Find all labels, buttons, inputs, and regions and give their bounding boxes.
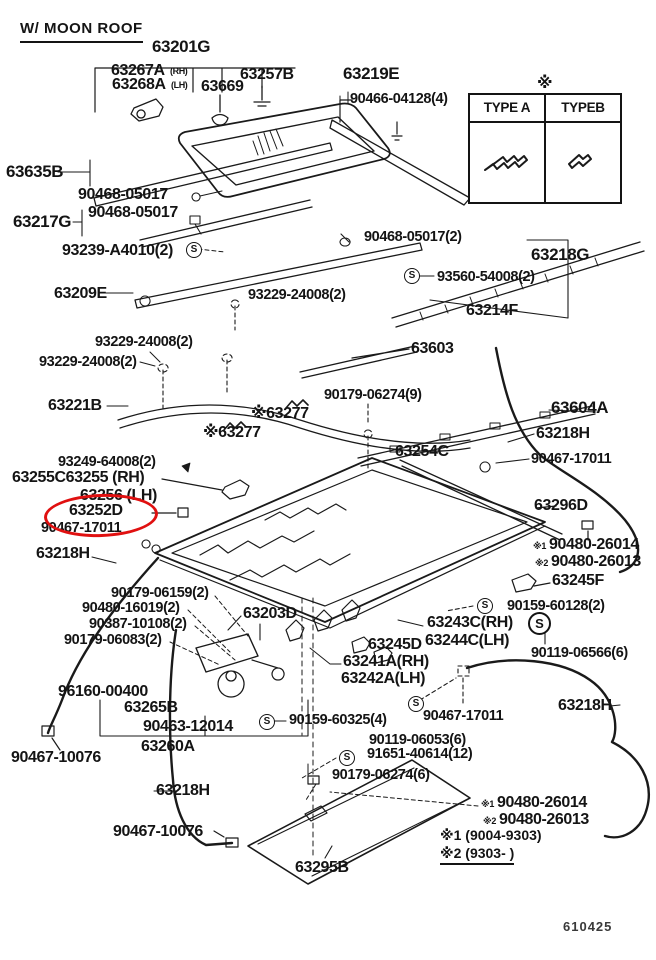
part-label: 93249-64008(2): [58, 454, 156, 470]
part-label: 90179-06083(2): [64, 632, 162, 648]
part-label: 90467-10076: [113, 823, 203, 840]
clip-type-a-icon: [484, 154, 528, 171]
part-label: 90480-26013: [499, 811, 589, 828]
type-b-header: TYPEB: [561, 100, 605, 115]
part-label: 90468-05017(2): [364, 229, 462, 245]
part-label: 63635B: [6, 162, 64, 181]
part-label: ※63277: [251, 405, 309, 422]
part-label: 63257B: [240, 66, 294, 83]
part-label: 63203D: [243, 605, 297, 622]
part-label: 63265B: [124, 699, 178, 716]
part-label: 63214F: [466, 302, 518, 319]
part-label: 63209E: [54, 285, 107, 302]
part-label: ※: [537, 75, 553, 92]
part-label: ※1: [533, 541, 546, 551]
part-label: 93229-24008(2): [248, 287, 346, 303]
part-label: ※1: [481, 799, 494, 809]
type-a-cell: [470, 123, 546, 202]
part-label: 90468-05017: [88, 204, 178, 221]
part-label: 90159-60128(2): [507, 598, 605, 614]
part-label: 90119-06053(6): [369, 732, 466, 748]
part-label: 63255C63255 (RH): [12, 469, 145, 486]
clip-type-table: TYPE A TYPEB: [468, 93, 622, 204]
part-label: (RH): [170, 66, 188, 76]
part-label: 63218H: [536, 425, 590, 442]
part-label: 63245D: [368, 636, 422, 653]
part-label: 90480-26013: [551, 553, 641, 570]
part-label: 90468-05017: [78, 186, 168, 203]
type-b-cell: [546, 123, 620, 202]
part-label: 63267A: [111, 62, 165, 79]
s-marker-icon: S: [404, 268, 420, 284]
part-label: 63217G: [13, 212, 72, 231]
part-label: 63252D: [69, 502, 123, 519]
part-label: ※63277: [203, 424, 261, 441]
part-label: 63241A(RH): [343, 653, 429, 670]
part-label: 63244C(LH): [425, 632, 510, 649]
part-label: 90466-04128(4): [350, 91, 448, 107]
part-label: 63218H: [36, 545, 90, 562]
page-title: W/ MOON ROOF: [20, 20, 143, 43]
part-label: 90387-10108(2): [89, 616, 187, 632]
s-marker-icon: S: [259, 714, 275, 730]
part-label: 90179-06159(2): [111, 585, 209, 601]
part-label: 90467-17011: [41, 520, 122, 536]
part-label: 63254C: [395, 443, 449, 460]
part-label: 93229-24008(2): [39, 354, 137, 370]
part-label: 90480-26014: [497, 794, 587, 811]
part-label: 63296D: [534, 497, 588, 514]
s-marker-icon: S: [186, 242, 202, 258]
part-label: 63268A: [112, 76, 166, 93]
part-label: 90463-12014: [143, 718, 233, 735]
part-label: 90467-17011: [423, 708, 504, 724]
part-label: 91651-40614(12): [367, 746, 473, 762]
part-label: 93560-54008(2): [437, 269, 535, 285]
part-label: 63295B: [295, 859, 349, 876]
part-label: 90179-06274(6): [332, 767, 430, 783]
part-label: 90480-26014: [549, 536, 639, 553]
part-label: 63218H: [156, 782, 210, 799]
s-marker-icon: S: [339, 750, 355, 766]
part-label: 93229-24008(2): [95, 334, 193, 350]
part-label: 63242A(LH): [341, 670, 426, 687]
part-label: 63219E: [343, 64, 400, 83]
part-label: 63245F: [552, 572, 604, 589]
plate-code: 610425: [563, 919, 613, 934]
part-label: 90467-17011: [531, 451, 612, 467]
type-a-header: TYPE A: [470, 95, 546, 121]
part-label: 63201G: [152, 37, 211, 56]
part-label: 63603: [411, 340, 454, 357]
part-label: ※2: [535, 558, 548, 568]
part-label: 63243C(RH): [427, 614, 513, 631]
part-label: 90159-60325(4): [289, 712, 387, 728]
part-label: ※1 (9004-9303): [440, 827, 542, 843]
part-label: 63604A: [551, 398, 609, 417]
part-label: 93239-A4010(2): [62, 242, 173, 259]
part-label: 90119-06566(6): [531, 645, 628, 661]
part-label: (LH): [171, 80, 188, 90]
part-label: 63260A: [141, 738, 195, 755]
s-marker-icon: S: [528, 612, 551, 635]
part-label: 90179-06274(9): [324, 387, 422, 403]
part-label: 63221B: [48, 397, 102, 414]
s-marker-icon: S: [408, 696, 424, 712]
part-label: ※2: [483, 816, 496, 826]
part-label: 90467-10076: [11, 749, 101, 766]
part-label: 63669: [201, 78, 244, 95]
clip-type-b-icon: [568, 153, 592, 169]
part-label: 96160-00400: [58, 683, 148, 700]
part-label: ※2 (9303- ): [440, 846, 515, 865]
part-label: 63218H: [558, 697, 612, 714]
part-label: 63256 (LH): [80, 487, 157, 504]
s-marker-icon: S: [477, 598, 493, 614]
part-label: 63218G: [531, 245, 590, 264]
part-label: 90480-16019(2): [82, 600, 180, 616]
